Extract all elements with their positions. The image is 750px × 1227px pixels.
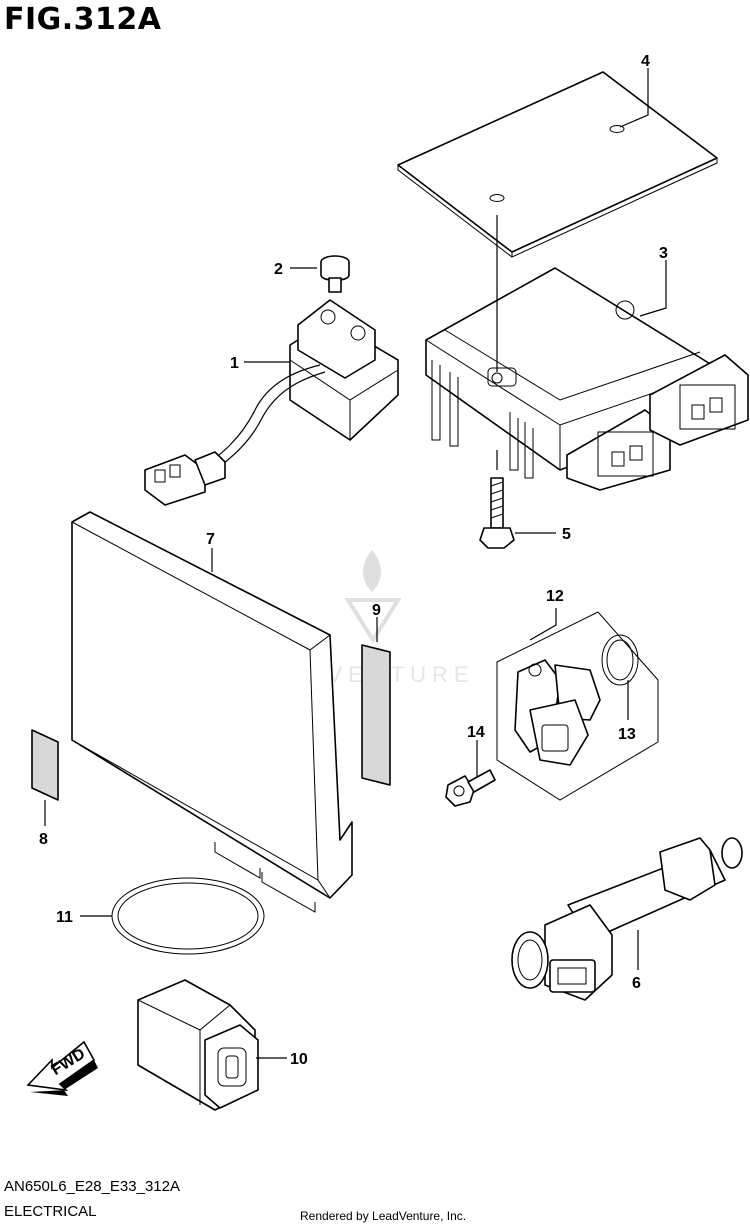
part-6-ignition-coil[interactable]: [511, 837, 743, 1001]
callout-9: 9: [372, 602, 381, 619]
callout-2: 2: [274, 261, 283, 278]
callout-3: 3: [659, 245, 668, 262]
callout-13: 13: [618, 726, 636, 743]
callout-5: 5: [562, 526, 571, 543]
part-11-band[interactable]: [111, 877, 265, 955]
callout-7: 7: [206, 531, 215, 548]
callout-6: 6: [632, 975, 641, 992]
part-12-sensor[interactable]: [496, 611, 659, 801]
leader-lines: [44, 68, 667, 1059]
part-3-regulator[interactable]: [425, 267, 749, 491]
callout-10: 10: [290, 1051, 308, 1068]
callout-4: 4: [641, 53, 650, 70]
callout-11: 11: [56, 909, 73, 926]
section-name: ELECTRICAL: [4, 1203, 97, 1220]
part-13-o-ring[interactable]: [601, 634, 639, 686]
part-14-bolt[interactable]: [445, 769, 496, 807]
callouts: 4 3 2 1 5 7 9 12 13 14 8 11 6 10: [39, 53, 668, 1068]
callout-12: 12: [546, 588, 564, 605]
callout-8: 8: [39, 831, 48, 848]
watermark-logo: [344, 550, 402, 644]
fwd-arrow-icon: FWD: [26, 1040, 98, 1096]
part-10-coupler[interactable]: [137, 979, 259, 1111]
part-9-pad[interactable]: [361, 644, 391, 786]
part-1-starter-relay[interactable]: [144, 299, 399, 506]
part-8-pad[interactable]: [31, 729, 59, 801]
model-code: AN650L6_E28_E33_312A: [4, 1178, 180, 1195]
figure-title: FIG.312A: [4, 2, 162, 37]
part-5-bolt[interactable]: [479, 477, 515, 549]
part-2-screw[interactable]: [320, 255, 350, 293]
callout-14: 14: [467, 724, 485, 741]
credit-text: Rendered by LeadVenture, Inc.: [300, 1209, 467, 1223]
part-7-ecm[interactable]: [71, 511, 353, 913]
callout-1: 1: [230, 355, 239, 372]
part-4-cover-plate[interactable]: [397, 71, 718, 258]
